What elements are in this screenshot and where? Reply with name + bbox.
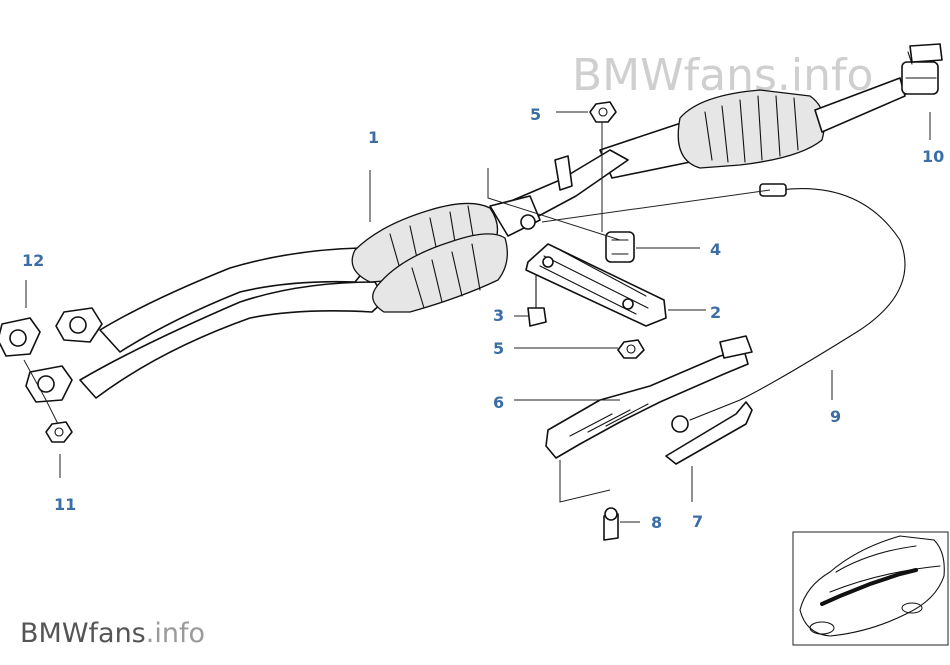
oxygen-sensor[interactable] <box>671 183 906 433</box>
mounting-bracket[interactable] <box>525 243 667 327</box>
callout-11: 11 <box>54 495 76 514</box>
nut-top[interactable] <box>589 101 617 123</box>
callout-3: 3 <box>493 306 504 325</box>
rear-catalytic-converter[interactable] <box>599 43 943 179</box>
nut-bottom[interactable] <box>617 339 645 359</box>
flange-left[interactable] <box>25 365 73 403</box>
callout-5-top: 5 <box>530 105 541 124</box>
leader-lines <box>23 111 931 523</box>
callout-1: 1 <box>368 128 379 147</box>
bolt[interactable] <box>527 275 547 327</box>
flange-nut[interactable] <box>45 421 73 443</box>
callout-labels: 1 2 3 4 5 5 6 7 8 9 10 11 12 <box>22 105 944 532</box>
screw[interactable] <box>603 507 619 541</box>
callout-12: 12 <box>22 251 44 270</box>
heat-shield-bracket[interactable] <box>545 335 753 459</box>
rubber-mount[interactable] <box>605 231 635 263</box>
callout-2: 2 <box>710 303 721 322</box>
callout-9: 9 <box>830 407 841 426</box>
front-pipe-assembly[interactable] <box>79 149 629 399</box>
sensor-bracket[interactable] <box>665 401 753 465</box>
callout-5-bottom: 5 <box>493 339 504 358</box>
callout-6: 6 <box>493 393 504 412</box>
callout-8: 8 <box>651 513 662 532</box>
callout-7: 7 <box>692 512 703 531</box>
flange-right[interactable] <box>55 307 103 343</box>
watermark-top: BMWfans.info <box>572 50 873 101</box>
watermark-bottom: BMWfans.info <box>20 618 205 649</box>
callout-10: 10 <box>922 147 944 166</box>
exhaust-clamp[interactable] <box>901 43 943 95</box>
vehicle-location-inset <box>792 531 949 646</box>
gasket[interactable] <box>0 317 41 357</box>
car-silhouette-icon <box>799 535 945 637</box>
watermark-bottom-suffix: .info <box>146 618 205 649</box>
callout-4: 4 <box>710 240 721 259</box>
watermark-bottom-main: BMWfans <box>20 618 146 649</box>
